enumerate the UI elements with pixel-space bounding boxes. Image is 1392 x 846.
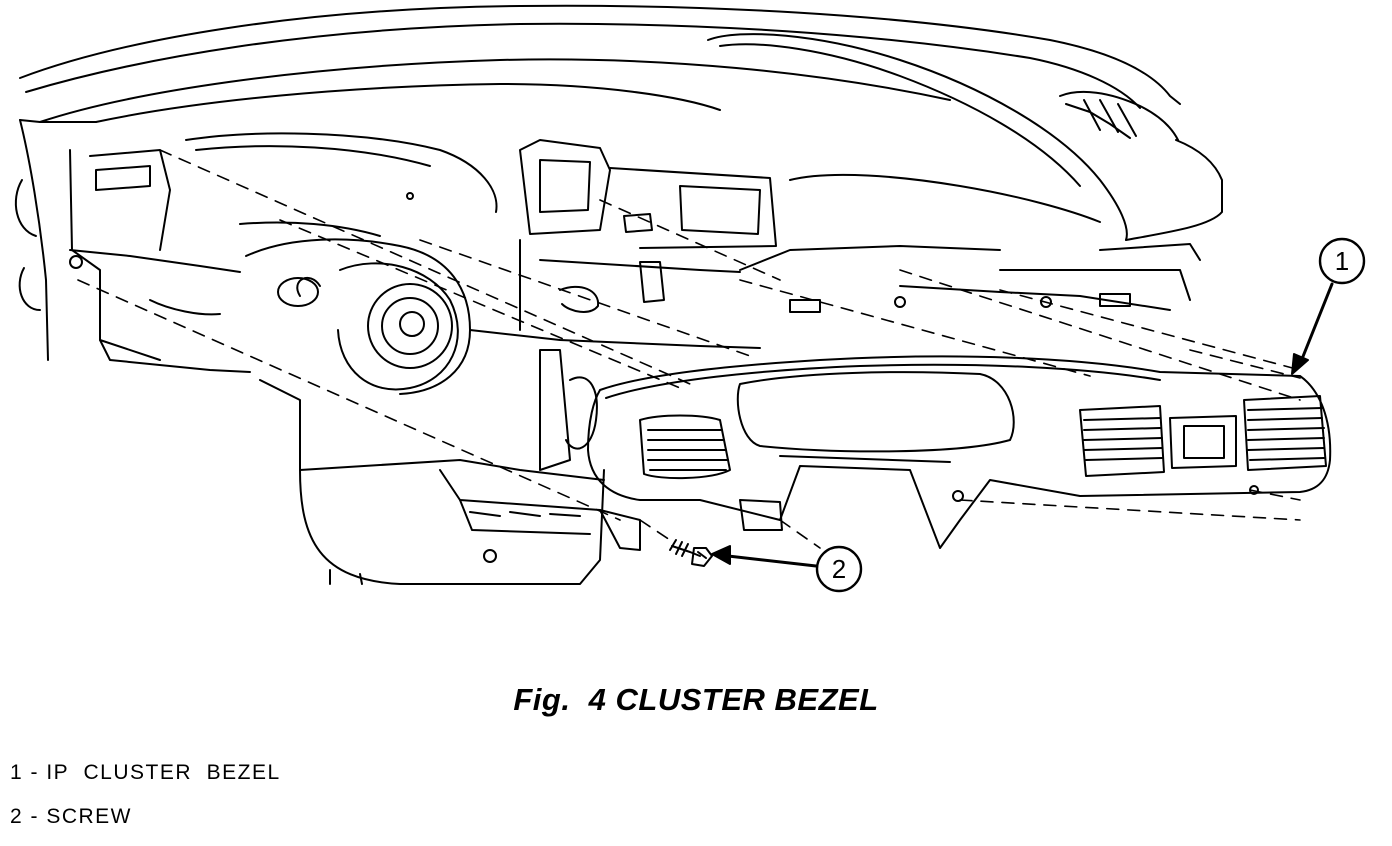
figure-caption: Fig. 4 CLUSTER BEZEL bbox=[513, 682, 879, 717]
callout-1: 1 bbox=[1291, 237, 1366, 375]
callout-2-number: 2 bbox=[832, 554, 846, 584]
cluster-bezel bbox=[587, 355, 1332, 551]
callout-1-arrowhead bbox=[1291, 353, 1309, 375]
steering-column bbox=[245, 238, 605, 585]
callout-1-circle bbox=[1318, 237, 1366, 285]
callout-2: 2 bbox=[711, 545, 863, 593]
callout-2-circle bbox=[815, 545, 863, 593]
callout-2-leader bbox=[726, 554, 818, 568]
callout-1-leader bbox=[1298, 282, 1334, 366]
callout-2-arrowhead bbox=[711, 545, 731, 565]
screw bbox=[669, 539, 713, 567]
callout-1-number: 1 bbox=[1335, 246, 1349, 276]
parts-legend: 1 - IP CLUSTER BEZEL 2 - SCREW bbox=[10, 758, 281, 846]
panel-left-structure bbox=[14, 119, 251, 373]
panel-top-pad bbox=[19, 4, 1223, 241]
legend-item-1: 1 - IP CLUSTER BEZEL bbox=[10, 761, 281, 784]
instrument-panel-illustration: 1 2 bbox=[14, 4, 1366, 593]
alignment-dashes bbox=[77, 149, 1301, 549]
panel-center-upper bbox=[185, 132, 777, 249]
legend-item-2: 2 - SCREW bbox=[10, 805, 133, 828]
panel-lower-structure bbox=[469, 239, 1201, 471]
